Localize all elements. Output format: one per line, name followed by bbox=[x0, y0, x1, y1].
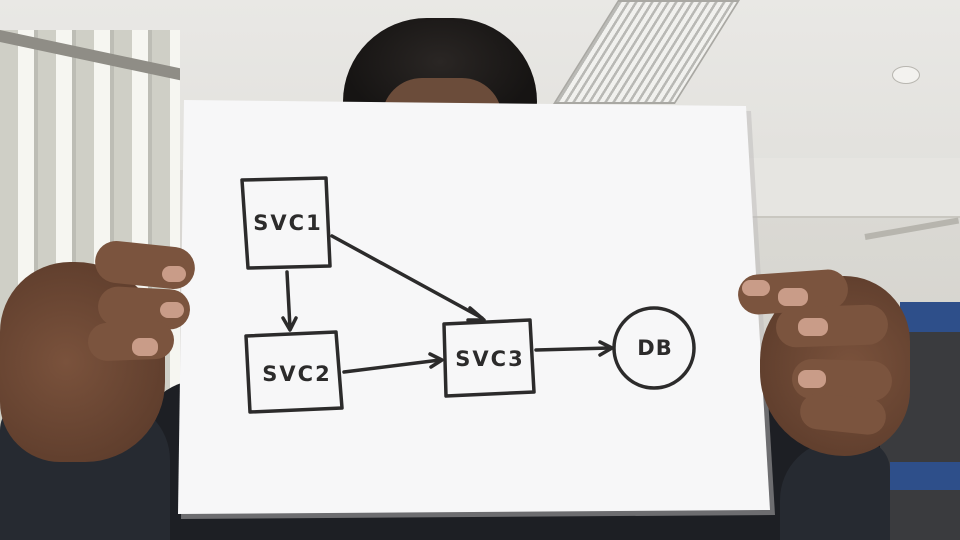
left-nail-3 bbox=[132, 338, 158, 356]
diagram bbox=[240, 176, 696, 414]
arrowhead-svc3-db bbox=[598, 340, 614, 357]
smoke-detector bbox=[892, 66, 920, 84]
right-nail-4 bbox=[798, 370, 826, 388]
arrow-svc1-svc3 bbox=[330, 234, 484, 320]
blue-trim-upper bbox=[900, 302, 960, 332]
svc3-box bbox=[442, 318, 536, 398]
arrowhead-svc2-svc3 bbox=[428, 352, 444, 369]
right-nail-2 bbox=[778, 288, 808, 306]
arrowhead-svc1-svc3 bbox=[466, 306, 486, 322]
ceiling-beam bbox=[745, 158, 960, 218]
right-nail-1 bbox=[742, 280, 770, 296]
svc2-box bbox=[244, 330, 344, 414]
right-finger-2 bbox=[775, 304, 889, 348]
left-nail-1 bbox=[162, 266, 186, 282]
svc2-label: SVC2 bbox=[262, 362, 331, 386]
db-label: DB bbox=[637, 336, 672, 360]
svc1-box bbox=[240, 176, 332, 270]
blue-trim-lower bbox=[890, 462, 960, 490]
left-finger-3 bbox=[87, 320, 175, 362]
arrow-svc3-db bbox=[534, 346, 612, 352]
right-nail-3 bbox=[798, 318, 828, 336]
svc1-label: SVC1 bbox=[253, 211, 322, 235]
arrow-svc2-svc3 bbox=[342, 358, 442, 374]
arrow-svc1-svc2 bbox=[285, 270, 292, 330]
svc3-label: SVC3 bbox=[455, 347, 524, 371]
db-circle bbox=[612, 306, 696, 390]
left-nail-2 bbox=[160, 302, 184, 318]
right-sleeve bbox=[780, 440, 890, 540]
paper-surface bbox=[178, 100, 770, 514]
arrowhead-svc1-svc2 bbox=[281, 316, 298, 332]
